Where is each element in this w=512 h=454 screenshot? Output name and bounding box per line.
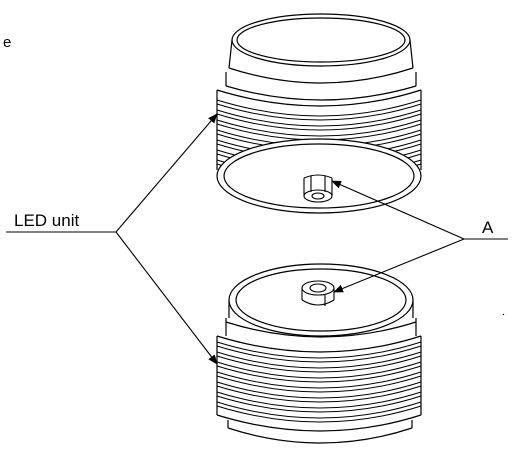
a-leader-lower bbox=[333, 238, 465, 293]
part-a-label: A bbox=[482, 218, 494, 237]
upper-unit-cap bbox=[228, 39, 414, 69]
corner-label: e bbox=[3, 34, 11, 51]
led-unit-leader-upper bbox=[115, 113, 218, 233]
stray-mark bbox=[502, 313, 505, 316]
upper-led-unit bbox=[216, 13, 422, 214]
led-unit-leader-lower bbox=[115, 231, 218, 365]
lower-unit-top-face bbox=[228, 263, 414, 337]
upper-connector-a bbox=[303, 174, 333, 203]
lower-unit-body bbox=[216, 336, 422, 415]
lower-connector-a bbox=[301, 280, 335, 306]
lower-led-unit bbox=[216, 263, 422, 444]
lower-unit-base bbox=[227, 427, 413, 444]
leader-lines bbox=[6, 113, 508, 365]
upper-unit-top-rim bbox=[231, 13, 411, 67]
led-unit-label: LED unit bbox=[14, 211, 79, 230]
lower-unit-threads bbox=[216, 341, 422, 423]
upper-unit-bottom-face bbox=[216, 138, 422, 214]
a-leader-upper bbox=[331, 180, 465, 240]
